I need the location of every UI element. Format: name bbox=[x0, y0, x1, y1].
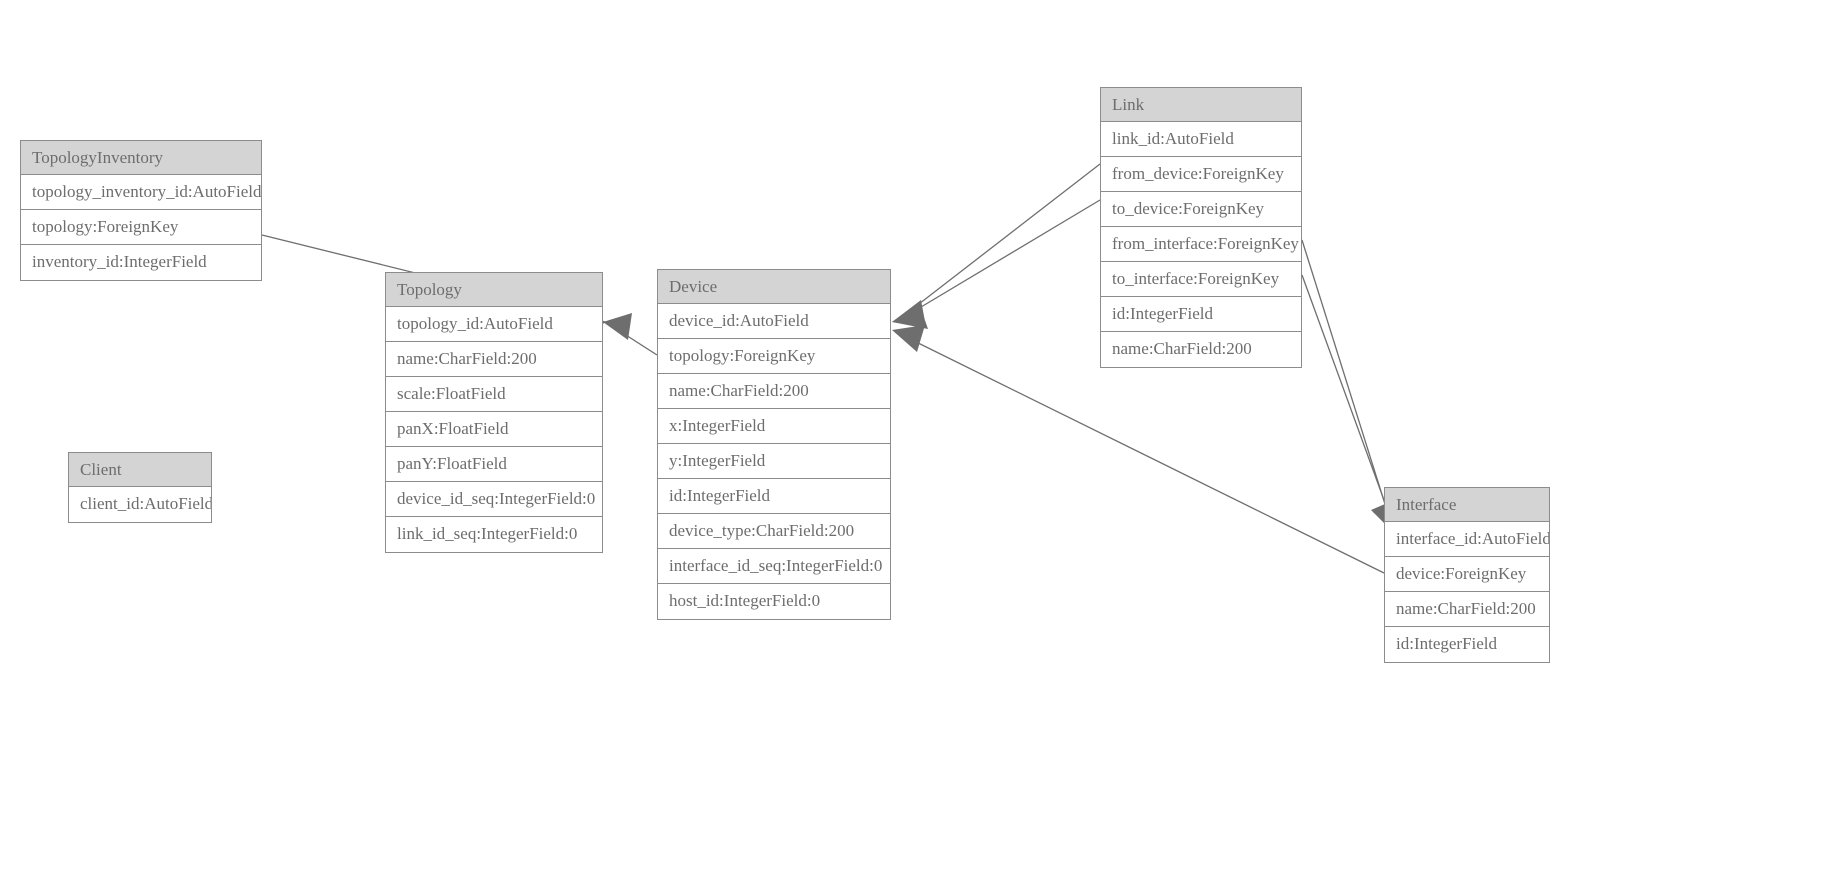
entity-field: id:IntegerField bbox=[1385, 627, 1549, 662]
entity-title-topology: Topology bbox=[386, 273, 602, 307]
entity-field: panY:FloatField bbox=[386, 447, 602, 482]
entity-field: x:IntegerField bbox=[658, 409, 890, 444]
entity-field: y:IntegerField bbox=[658, 444, 890, 479]
entity-title-client: Client bbox=[69, 453, 211, 487]
entity-field: name:CharField:200 bbox=[1101, 332, 1301, 367]
entity-field: device:ForeignKey bbox=[1385, 557, 1549, 592]
relationship-link-to-device bbox=[892, 199, 1101, 329]
entity-title-link: Link bbox=[1101, 88, 1301, 122]
entity-field: name:CharField:200 bbox=[386, 342, 602, 377]
entity-field: panX:FloatField bbox=[386, 412, 602, 447]
entity-field: scale:FloatField bbox=[386, 377, 602, 412]
entity-title-topology-inventory: TopologyInventory bbox=[21, 141, 261, 175]
entity-field: inventory_id:IntegerField bbox=[21, 245, 261, 280]
entity-field: id:IntegerField bbox=[1101, 297, 1301, 332]
entity-field: interface_id_seq:IntegerField:0 bbox=[658, 549, 890, 584]
entity-field: name:CharField:200 bbox=[658, 374, 890, 409]
entity-field: host_id:IntegerField:0 bbox=[658, 584, 890, 619]
entity-field: from_device:ForeignKey bbox=[1101, 157, 1301, 192]
entity-field: device_id_seq:IntegerField:0 bbox=[386, 482, 602, 517]
relationship-link-to-interface bbox=[1301, 274, 1397, 534]
relationship-link-from-device bbox=[892, 163, 1101, 327]
entity-field: topology:ForeignKey bbox=[658, 339, 890, 374]
entity-field: topology:ForeignKey bbox=[21, 210, 261, 245]
entity-field: device_id:AutoField bbox=[658, 304, 890, 339]
entity-field: link_id_seq:IntegerField:0 bbox=[386, 517, 602, 552]
entity-title-interface: Interface bbox=[1385, 488, 1549, 522]
relationship-device-topology bbox=[603, 313, 658, 356]
entity-field: link_id:AutoField bbox=[1101, 122, 1301, 157]
entity-field: from_interface:ForeignKey bbox=[1101, 227, 1301, 262]
entity-field: topology_id:AutoField bbox=[386, 307, 602, 342]
entity-field: id:IntegerField bbox=[658, 479, 890, 514]
relationship-link-from-interface bbox=[1301, 239, 1395, 534]
entity-field: name:CharField:200 bbox=[1385, 592, 1549, 627]
entity-field: device_type:CharField:200 bbox=[658, 514, 890, 549]
entity-field: to_interface:ForeignKey bbox=[1101, 262, 1301, 297]
entity-field: interface_id:AutoField bbox=[1385, 522, 1549, 557]
entity-title-device: Device bbox=[658, 270, 890, 304]
entity-field: topology_inventory_id:AutoField bbox=[21, 175, 261, 210]
entity-field: to_device:ForeignKey bbox=[1101, 192, 1301, 227]
entity-field: client_id:AutoField bbox=[69, 487, 211, 522]
